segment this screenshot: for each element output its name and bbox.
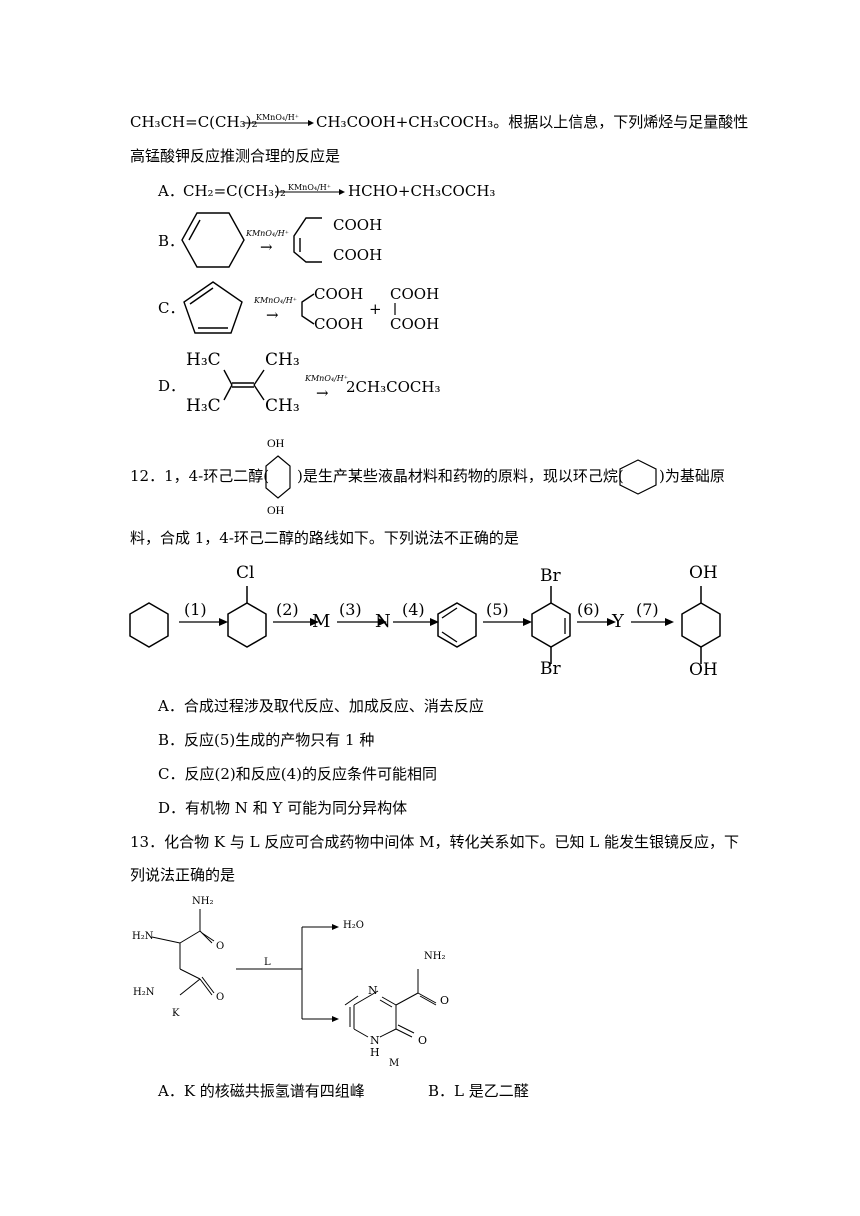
m-o-bottom: O xyxy=(418,1034,428,1047)
q12-stem-part3: )为基础原 xyxy=(659,467,725,485)
option-c-reagent: KMnO₄/H⁺ xyxy=(254,296,297,305)
route-oh-bottom: OH xyxy=(689,660,718,680)
route-cl: Cl xyxy=(236,563,255,583)
option-d-product: 2CH₃COCH₃ xyxy=(346,378,441,396)
q12-stem-part2: )是生产某些液晶材料和药物的原料，现以环己烷( xyxy=(297,467,624,485)
q12-option-c: C．反应(2)和反应(4)的反应条件可能相同 xyxy=(158,765,437,783)
option-d-arrow-icon: → xyxy=(316,384,329,402)
q12-stem-part1: 12．1，4-环己二醇( xyxy=(130,467,270,485)
route-oh-top: OH xyxy=(689,563,718,583)
cyclohexene-structure xyxy=(181,212,245,268)
option-a-label: A． xyxy=(158,182,184,200)
intro-arrow xyxy=(244,120,314,126)
svg-text:OH: OH xyxy=(267,503,285,517)
option-c-plus: + xyxy=(369,300,382,318)
option-c-arrow-icon: → xyxy=(266,306,279,324)
m-o-right: O xyxy=(440,994,450,1007)
option-c-oxalic-bottom: COOH xyxy=(390,315,440,333)
option-d-h3c-top: H₃C xyxy=(186,350,221,370)
route-step-1: (1) xyxy=(184,600,207,619)
option-c-oxalic-top: COOH xyxy=(390,285,440,303)
m-nh2: NH₂ xyxy=(424,951,446,962)
k-label: K xyxy=(172,1008,180,1019)
q13-reaction-arrows xyxy=(236,924,339,1022)
q12-synthesis-route xyxy=(129,586,721,664)
route-y: Y xyxy=(612,611,624,632)
option-a-arrow xyxy=(275,189,345,195)
option-a-reagent: KMnO₄/H⁺ xyxy=(288,183,331,192)
svg-text:OH: OH xyxy=(267,436,285,450)
compound-m-structure xyxy=(344,969,437,1038)
option-d-reagent: KMnO₄/H⁺ xyxy=(305,374,348,383)
k-o-top: O xyxy=(216,941,225,952)
option-b-label: B． xyxy=(158,232,185,250)
oxalic-bond xyxy=(394,303,396,315)
compound-k-structure xyxy=(151,909,215,996)
intro-reagent: KMnO₄/H⁺ xyxy=(256,113,299,122)
k-nh2-top: NH₂ xyxy=(192,896,214,907)
k-h2n: H₂N xyxy=(132,931,154,942)
option-d-ch3-bottom: CH₃ xyxy=(265,396,300,416)
intro-line2: 高锰酸钾反应推测合理的反应是 xyxy=(130,147,341,165)
cyclohexanediol-inline-structure: OH OH xyxy=(265,436,291,517)
q13-option-a: A．K 的核磁共振氢谱有四组峰 xyxy=(158,1082,365,1100)
option-c-cooh-bottom: COOH xyxy=(314,315,364,333)
route-step-5: (5) xyxy=(486,600,509,619)
route-step-7: (7) xyxy=(636,600,659,619)
q12-option-d: D．有机物 N 和 Y 可能为同分异构体 xyxy=(158,799,408,817)
k-o-bottom: O xyxy=(216,992,225,1003)
m-n-bottom: N xyxy=(370,1034,380,1047)
option-b-product-structure xyxy=(293,217,322,263)
cyclohexane-inline-structure xyxy=(619,459,657,495)
m-h: H xyxy=(370,1046,380,1059)
route-br-bottom: Br xyxy=(540,659,561,679)
option-b-cooh-bottom: COOH xyxy=(333,246,383,264)
route-n: N xyxy=(375,611,391,632)
option-b-arrow-icon: → xyxy=(260,238,273,256)
option-d-ch3-top: CH₃ xyxy=(265,350,300,370)
option-d-label: D． xyxy=(158,377,186,395)
option-a-left: CH₂=C(CH₃)₂ xyxy=(183,182,286,200)
route-m: M xyxy=(312,611,331,632)
route-br-top: Br xyxy=(540,566,561,586)
q13-option-b: B．L 是乙二醛 xyxy=(428,1082,529,1100)
option-a-right: HCHO+CH₃COCH₃ xyxy=(348,182,496,200)
k-h2n-bottom: H₂N xyxy=(133,987,155,998)
q12-option-b: B．反应(5)生成的产物只有 1 种 xyxy=(158,731,375,749)
route-step-4: (4) xyxy=(402,600,425,619)
q13-stem-line1: 13．化合物 K 与 L 反应可合成药物中间体 M，转化关系如下。已知 L 能发… xyxy=(130,833,739,851)
option-c-product-structure xyxy=(301,293,315,325)
option-b-cooh-top: COOH xyxy=(333,216,383,234)
q13-l-label: L xyxy=(264,957,271,968)
q13-stem-line2: 列说法正确的是 xyxy=(130,866,236,884)
intro-line1-left: CH₃CH=C(CH₃)₂ xyxy=(130,113,258,131)
m-label: M xyxy=(389,1058,400,1069)
option-c-label: C． xyxy=(158,299,185,317)
intro-line1-right: CH₃COOH+CH₃COCH₃。根据以上信息，下列烯烃与足量酸性 xyxy=(316,113,749,131)
route-step-3: (3) xyxy=(339,600,362,619)
route-step-6: (6) xyxy=(577,600,600,619)
cyclopentadiene-structure xyxy=(183,281,243,334)
q12-option-a: A．合成过程涉及取代反应、加成反应、消去反应 xyxy=(158,697,484,715)
q12-stem-line2: 料，合成 1，4-环己二醇的路线如下。下列说法不正确的是 xyxy=(130,529,519,547)
m-n-top: N xyxy=(368,984,378,997)
tetramethylethylene-bonds xyxy=(223,369,265,401)
route-step-2: (2) xyxy=(276,600,299,619)
option-c-cooh-top: COOH xyxy=(314,285,364,303)
q13-h2o: H₂O xyxy=(343,920,364,931)
option-d-h3c-bottom: H₃C xyxy=(186,396,221,416)
option-b-reagent: KMnO₄/H⁺ xyxy=(246,229,289,238)
